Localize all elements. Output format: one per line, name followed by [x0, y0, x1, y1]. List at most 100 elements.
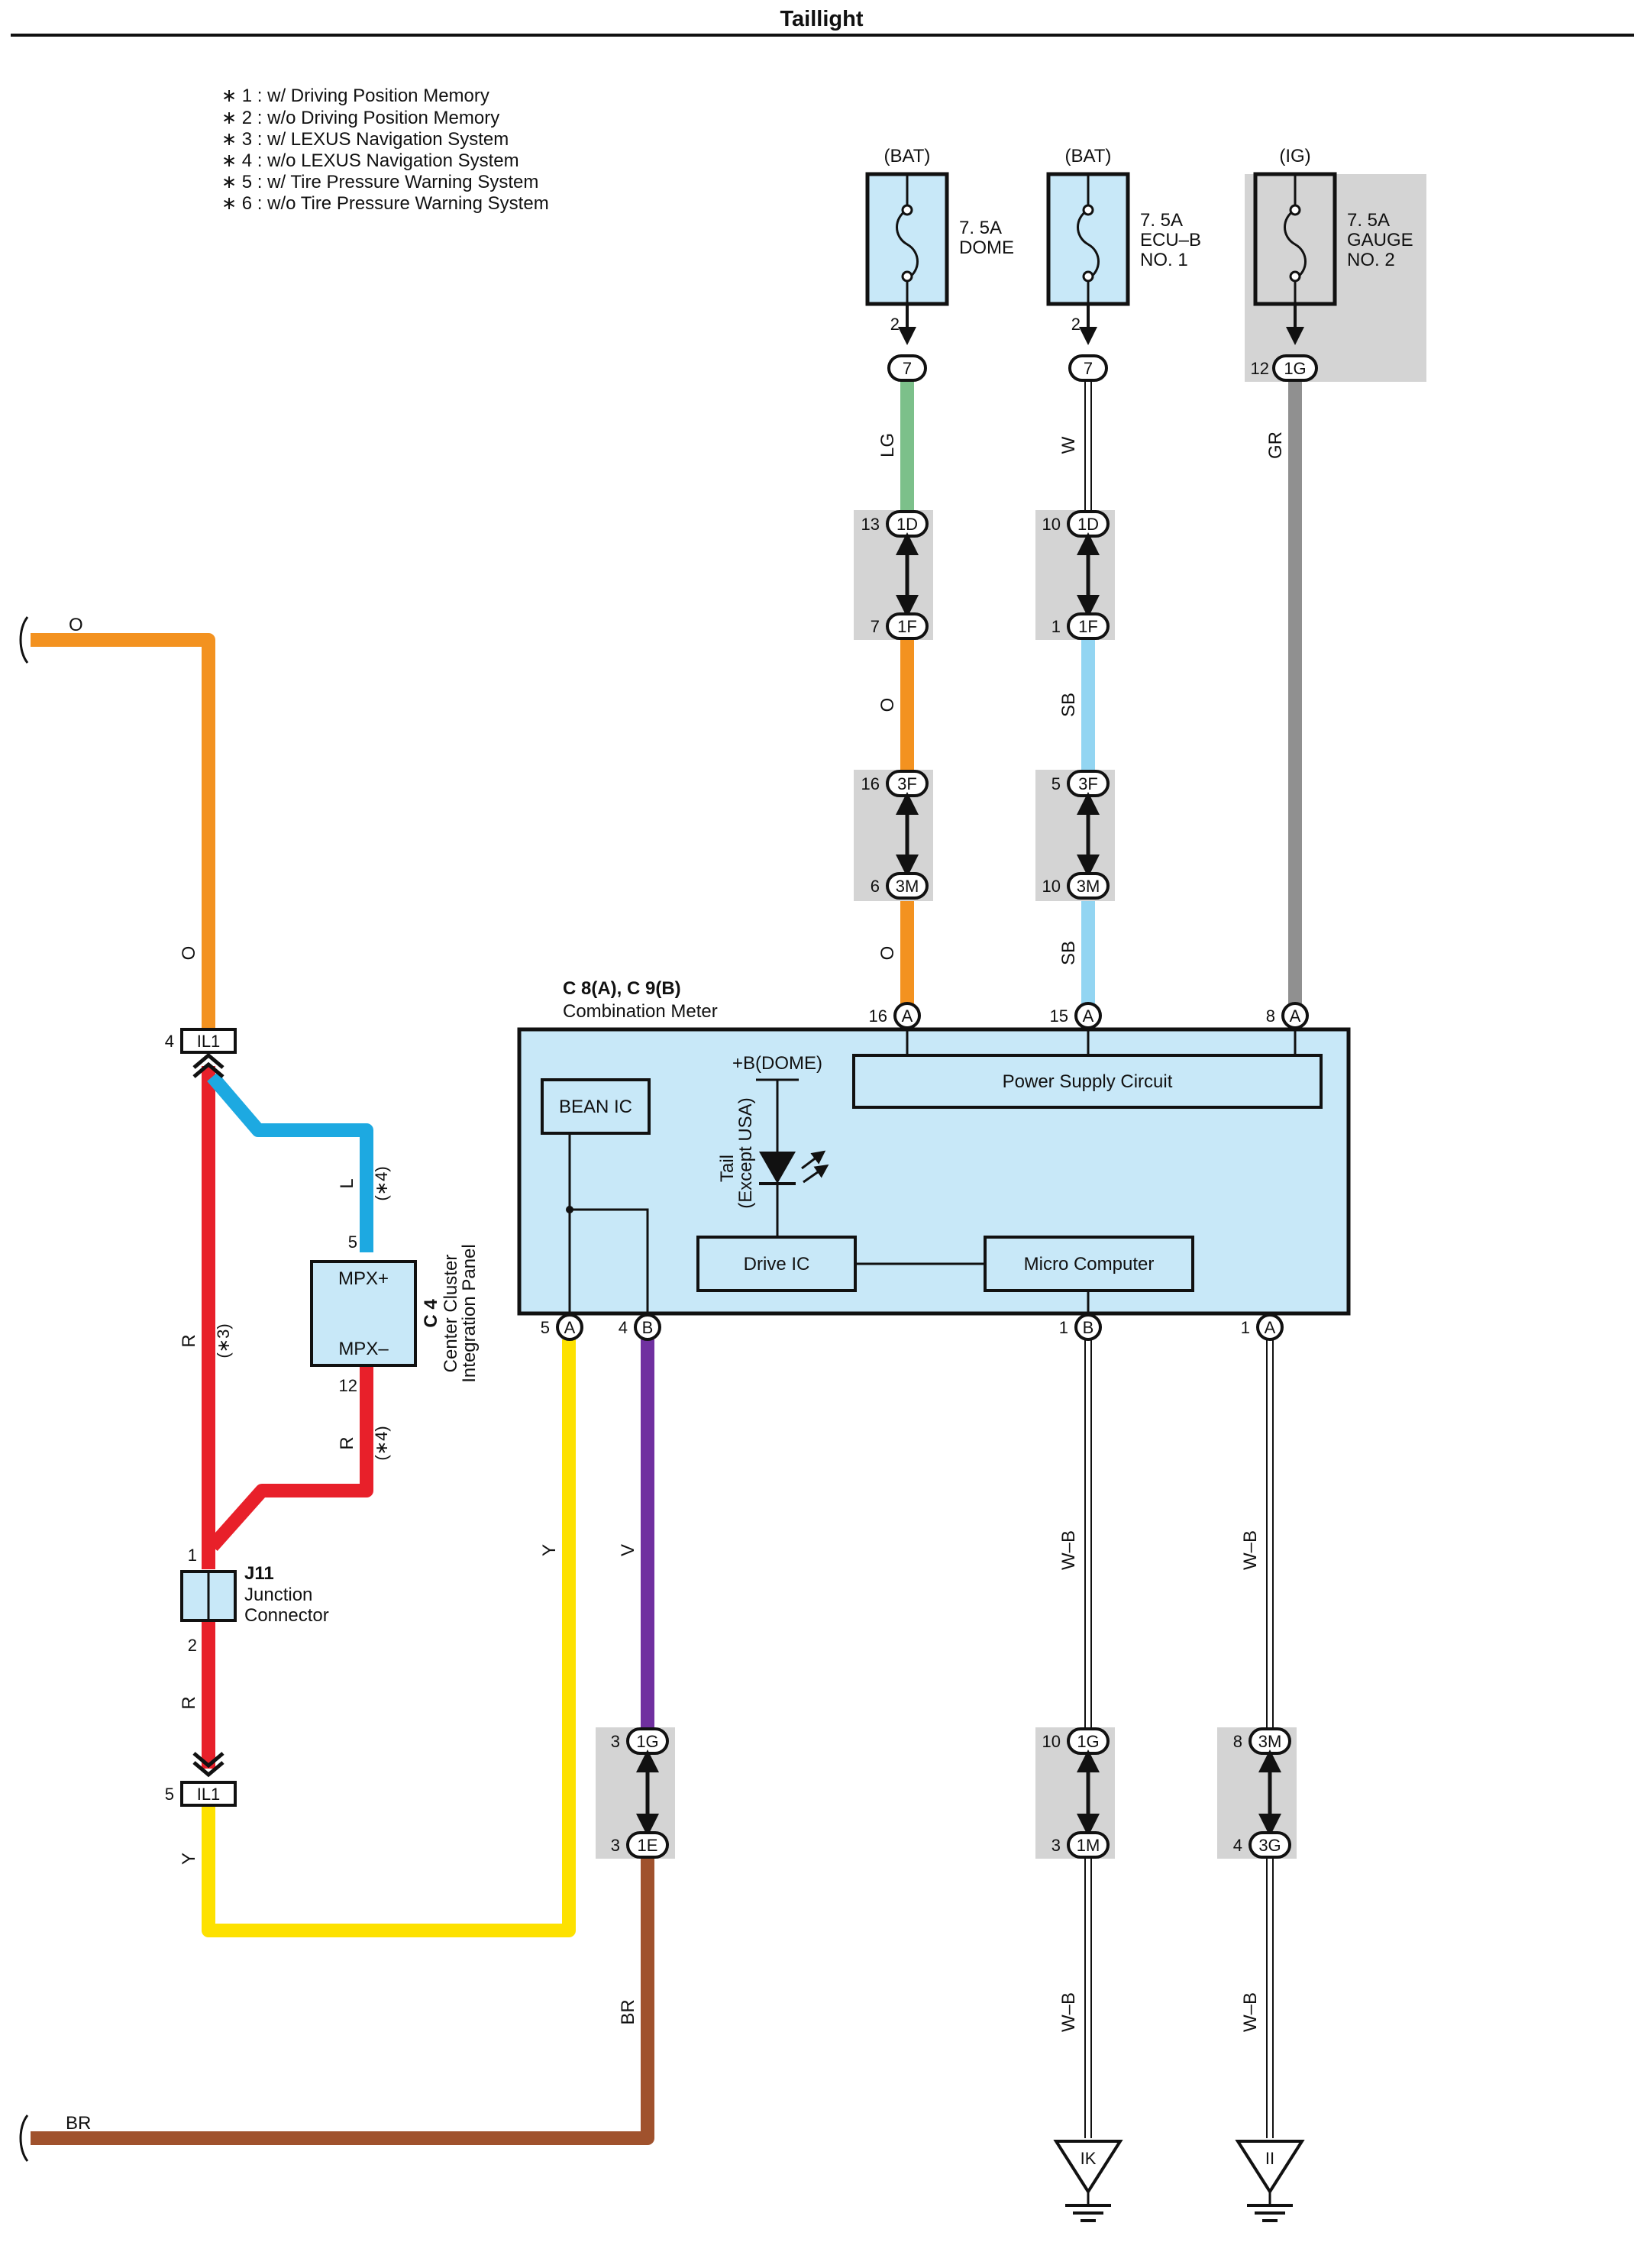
svg-text:6: 6	[871, 877, 880, 896]
svg-text:2: 2	[890, 315, 900, 334]
svg-text:IL1: IL1	[197, 1032, 221, 1051]
svg-text:C 8(A), C 9(B): C 8(A), C 9(B)	[563, 978, 681, 999]
svg-text:Micro Computer: Micro Computer	[1024, 1254, 1155, 1275]
legend-item: ∗ 2 : w/o Driving Position Memory	[221, 108, 499, 128]
svg-text:GR: GR	[1265, 431, 1286, 459]
connector-ovals: 2 7 2 7 12 1G 1D 13 1F 7 3F	[861, 304, 1318, 900]
svg-text:(∗4): (∗4)	[372, 1426, 391, 1460]
svg-text:BR: BR	[66, 2113, 91, 2134]
svg-text:16: 16	[869, 1006, 887, 1026]
svg-text:7. 5A: 7. 5A	[1140, 210, 1183, 231]
svg-text:R: R	[179, 1696, 199, 1709]
ground-ik: IK	[1053, 2140, 1123, 2222]
junction-1g-1e: 1G 3 1E 3	[611, 1727, 669, 1859]
svg-text:2: 2	[188, 1636, 197, 1655]
svg-text:SB: SB	[1058, 693, 1079, 717]
legend-item: ∗ 3 : w/ LEXUS Navigation System	[221, 129, 509, 150]
svg-text:Drive IC: Drive IC	[744, 1254, 810, 1275]
svg-text:3M: 3M	[1258, 1732, 1282, 1751]
svg-text:NO. 2: NO. 2	[1347, 250, 1395, 270]
connector-dome-out: 2 7	[887, 304, 927, 382]
svg-text:W–B: W–B	[1058, 1992, 1079, 2032]
svg-text:O: O	[877, 946, 898, 961]
svg-text:7. 5A: 7. 5A	[959, 218, 1002, 238]
svg-text:+B(DOME): +B(DOME)	[732, 1053, 822, 1074]
svg-text:1G: 1G	[636, 1732, 658, 1751]
svg-text:IK: IK	[1081, 2149, 1097, 2168]
svg-text:O: O	[877, 698, 898, 712]
svg-text:3: 3	[611, 1836, 620, 1855]
svg-text:B: B	[642, 1318, 654, 1337]
svg-text:7: 7	[1084, 359, 1093, 378]
svg-text:Y: Y	[179, 1853, 199, 1865]
svg-text:Tail: Tail	[717, 1155, 738, 1182]
svg-text:MPX+: MPX+	[338, 1268, 389, 1289]
svg-text:10: 10	[1042, 877, 1061, 896]
svg-text:Junction: Junction	[244, 1585, 312, 1605]
svg-text:1G: 1G	[1284, 359, 1306, 378]
wire-y	[202, 1339, 576, 1937]
svg-text:1: 1	[188, 1546, 197, 1565]
led-icon	[759, 1152, 796, 1184]
svg-text:4: 4	[165, 1032, 174, 1051]
svg-text:3: 3	[611, 1732, 620, 1751]
ground-ii: II	[1235, 2140, 1305, 2222]
svg-text:BR: BR	[618, 1999, 638, 2024]
svg-text:Combination Meter: Combination Meter	[563, 1001, 718, 1022]
meter-bottom-pin: B 1	[1059, 1313, 1102, 1341]
combination-meter: C 8(A), C 9(B) Combination Meter A 16 A …	[517, 978, 1351, 1341]
svg-text:13: 13	[861, 515, 880, 534]
svg-text:(∗3): (∗3)	[214, 1323, 233, 1358]
svg-text:R: R	[179, 1334, 199, 1347]
svg-text:1: 1	[1051, 617, 1061, 636]
legend-item: ∗ 4 : w/o LEXUS Navigation System	[221, 150, 519, 171]
svg-text:DOME: DOME	[959, 237, 1014, 258]
wire-o-left	[31, 633, 215, 1029]
fuse-icon	[1284, 208, 1307, 280]
il1-bottom-connector: IL1 5	[165, 1752, 237, 1807]
svg-text:J11: J11	[244, 1563, 274, 1584]
svg-text:1D: 1D	[896, 515, 918, 534]
svg-text:Power Supply Circuit: Power Supply Circuit	[1003, 1071, 1173, 1092]
svg-text:5: 5	[541, 1318, 550, 1337]
bean-ic	[541, 1078, 651, 1135]
svg-text:Connector: Connector	[244, 1605, 329, 1626]
svg-text:A: A	[1083, 1006, 1094, 1026]
junction-1d-1f-ecu: 1D 10 1F 1	[1042, 510, 1110, 640]
micro-computer	[984, 1236, 1194, 1292]
svg-text:4: 4	[619, 1318, 628, 1337]
junction-3f-3m-ecu: 3F 5 3M 10	[1042, 770, 1110, 900]
svg-text:1: 1	[1241, 1318, 1250, 1337]
ground-icon	[1053, 2140, 1123, 2195]
fuse-ecu-b: (BAT) 7. 5A ECU–B NO. 1	[1046, 146, 1201, 306]
svg-text:LG: LG	[877, 433, 898, 457]
svg-text:W: W	[1058, 436, 1079, 454]
svg-text:1F: 1F	[1078, 617, 1098, 636]
svg-text:4: 4	[1233, 1836, 1242, 1855]
svg-text:7. 5A: 7. 5A	[1347, 210, 1390, 231]
svg-text:W–B: W–B	[1240, 1530, 1261, 1570]
svg-text:IL1: IL1	[197, 1785, 221, 1804]
svg-text:(BAT): (BAT)	[884, 146, 931, 166]
svg-text:NO. 1: NO. 1	[1140, 250, 1188, 270]
svg-text:MPX–: MPX–	[338, 1339, 389, 1359]
svg-text:3M: 3M	[1077, 877, 1100, 896]
c4-center-cluster: 5 MPX+ MPX– 12 C 4 Center Cluster Integr…	[310, 1233, 480, 1395]
svg-text:16: 16	[861, 774, 880, 793]
svg-text:Center Cluster: Center Cluster	[441, 1255, 461, 1373]
wire-br	[31, 1859, 654, 2145]
svg-text:3M: 3M	[896, 877, 919, 896]
svg-text:5: 5	[348, 1233, 357, 1252]
svg-text:II: II	[1265, 2149, 1274, 2168]
svg-text:1M: 1M	[1077, 1836, 1100, 1855]
svg-text:5: 5	[165, 1785, 174, 1804]
svg-text:A: A	[564, 1318, 576, 1337]
junction-3f-3m-dome: 3F 16 3M 6	[861, 770, 929, 900]
svg-text:7: 7	[871, 617, 880, 636]
il1-top-connector: IL1 4	[165, 1028, 237, 1078]
svg-text:1F: 1F	[897, 617, 917, 636]
wire-continuation-marks	[19, 616, 29, 2162]
meter-top-pin: A 15	[1050, 1002, 1102, 1029]
svg-text:Y: Y	[539, 1544, 560, 1556]
fuse-icon	[896, 208, 919, 280]
